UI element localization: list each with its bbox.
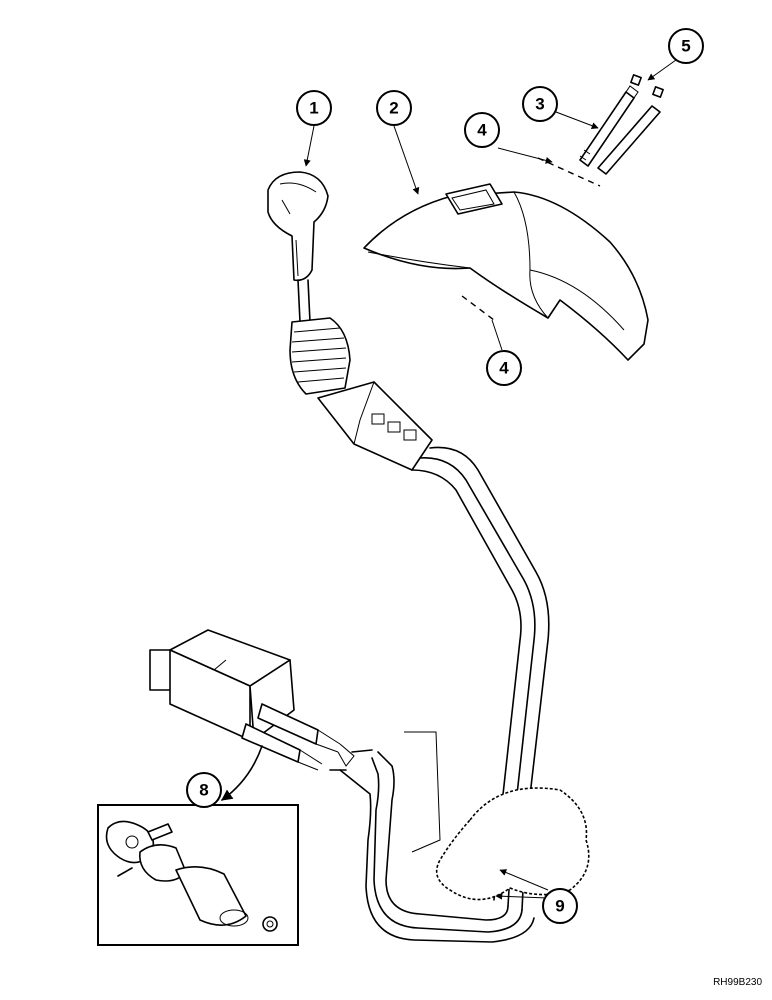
- callout-label: 3: [535, 95, 544, 114]
- callout-2: 2: [376, 90, 412, 126]
- studs: [579, 85, 661, 175]
- callout-label: 9: [555, 897, 564, 916]
- nuts: [630, 74, 664, 98]
- callout-8: 8: [186, 772, 222, 808]
- lever-boot: [289, 317, 351, 395]
- hose-fittings: [241, 703, 373, 771]
- leader-lines: [303, 59, 677, 900]
- callout-4-upper: 4: [464, 112, 500, 148]
- hydraulic-lines: [339, 446, 550, 943]
- callout-9: 9: [542, 888, 578, 924]
- callout-label: 2: [389, 99, 398, 118]
- floor-cutaway: [404, 731, 590, 901]
- lever-knob: [267, 171, 329, 282]
- callout-label: 5: [681, 37, 690, 56]
- callout-1: 1: [296, 90, 332, 126]
- callout-label: 4: [477, 121, 487, 140]
- reference-code: RH99B230: [713, 977, 762, 988]
- detail-inset: [97, 804, 299, 946]
- callout-label: 8: [199, 781, 208, 800]
- callout-label: 4: [499, 359, 509, 378]
- control-valve: [317, 381, 433, 471]
- lever-shaft: [297, 279, 311, 323]
- detail-arrow: [221, 745, 263, 801]
- callout-label: 1: [309, 99, 318, 118]
- callout-4-lower: 4: [486, 350, 522, 386]
- callout-5: 5: [668, 28, 704, 64]
- console-cover: [363, 183, 649, 361]
- callout-3: 3: [522, 86, 558, 122]
